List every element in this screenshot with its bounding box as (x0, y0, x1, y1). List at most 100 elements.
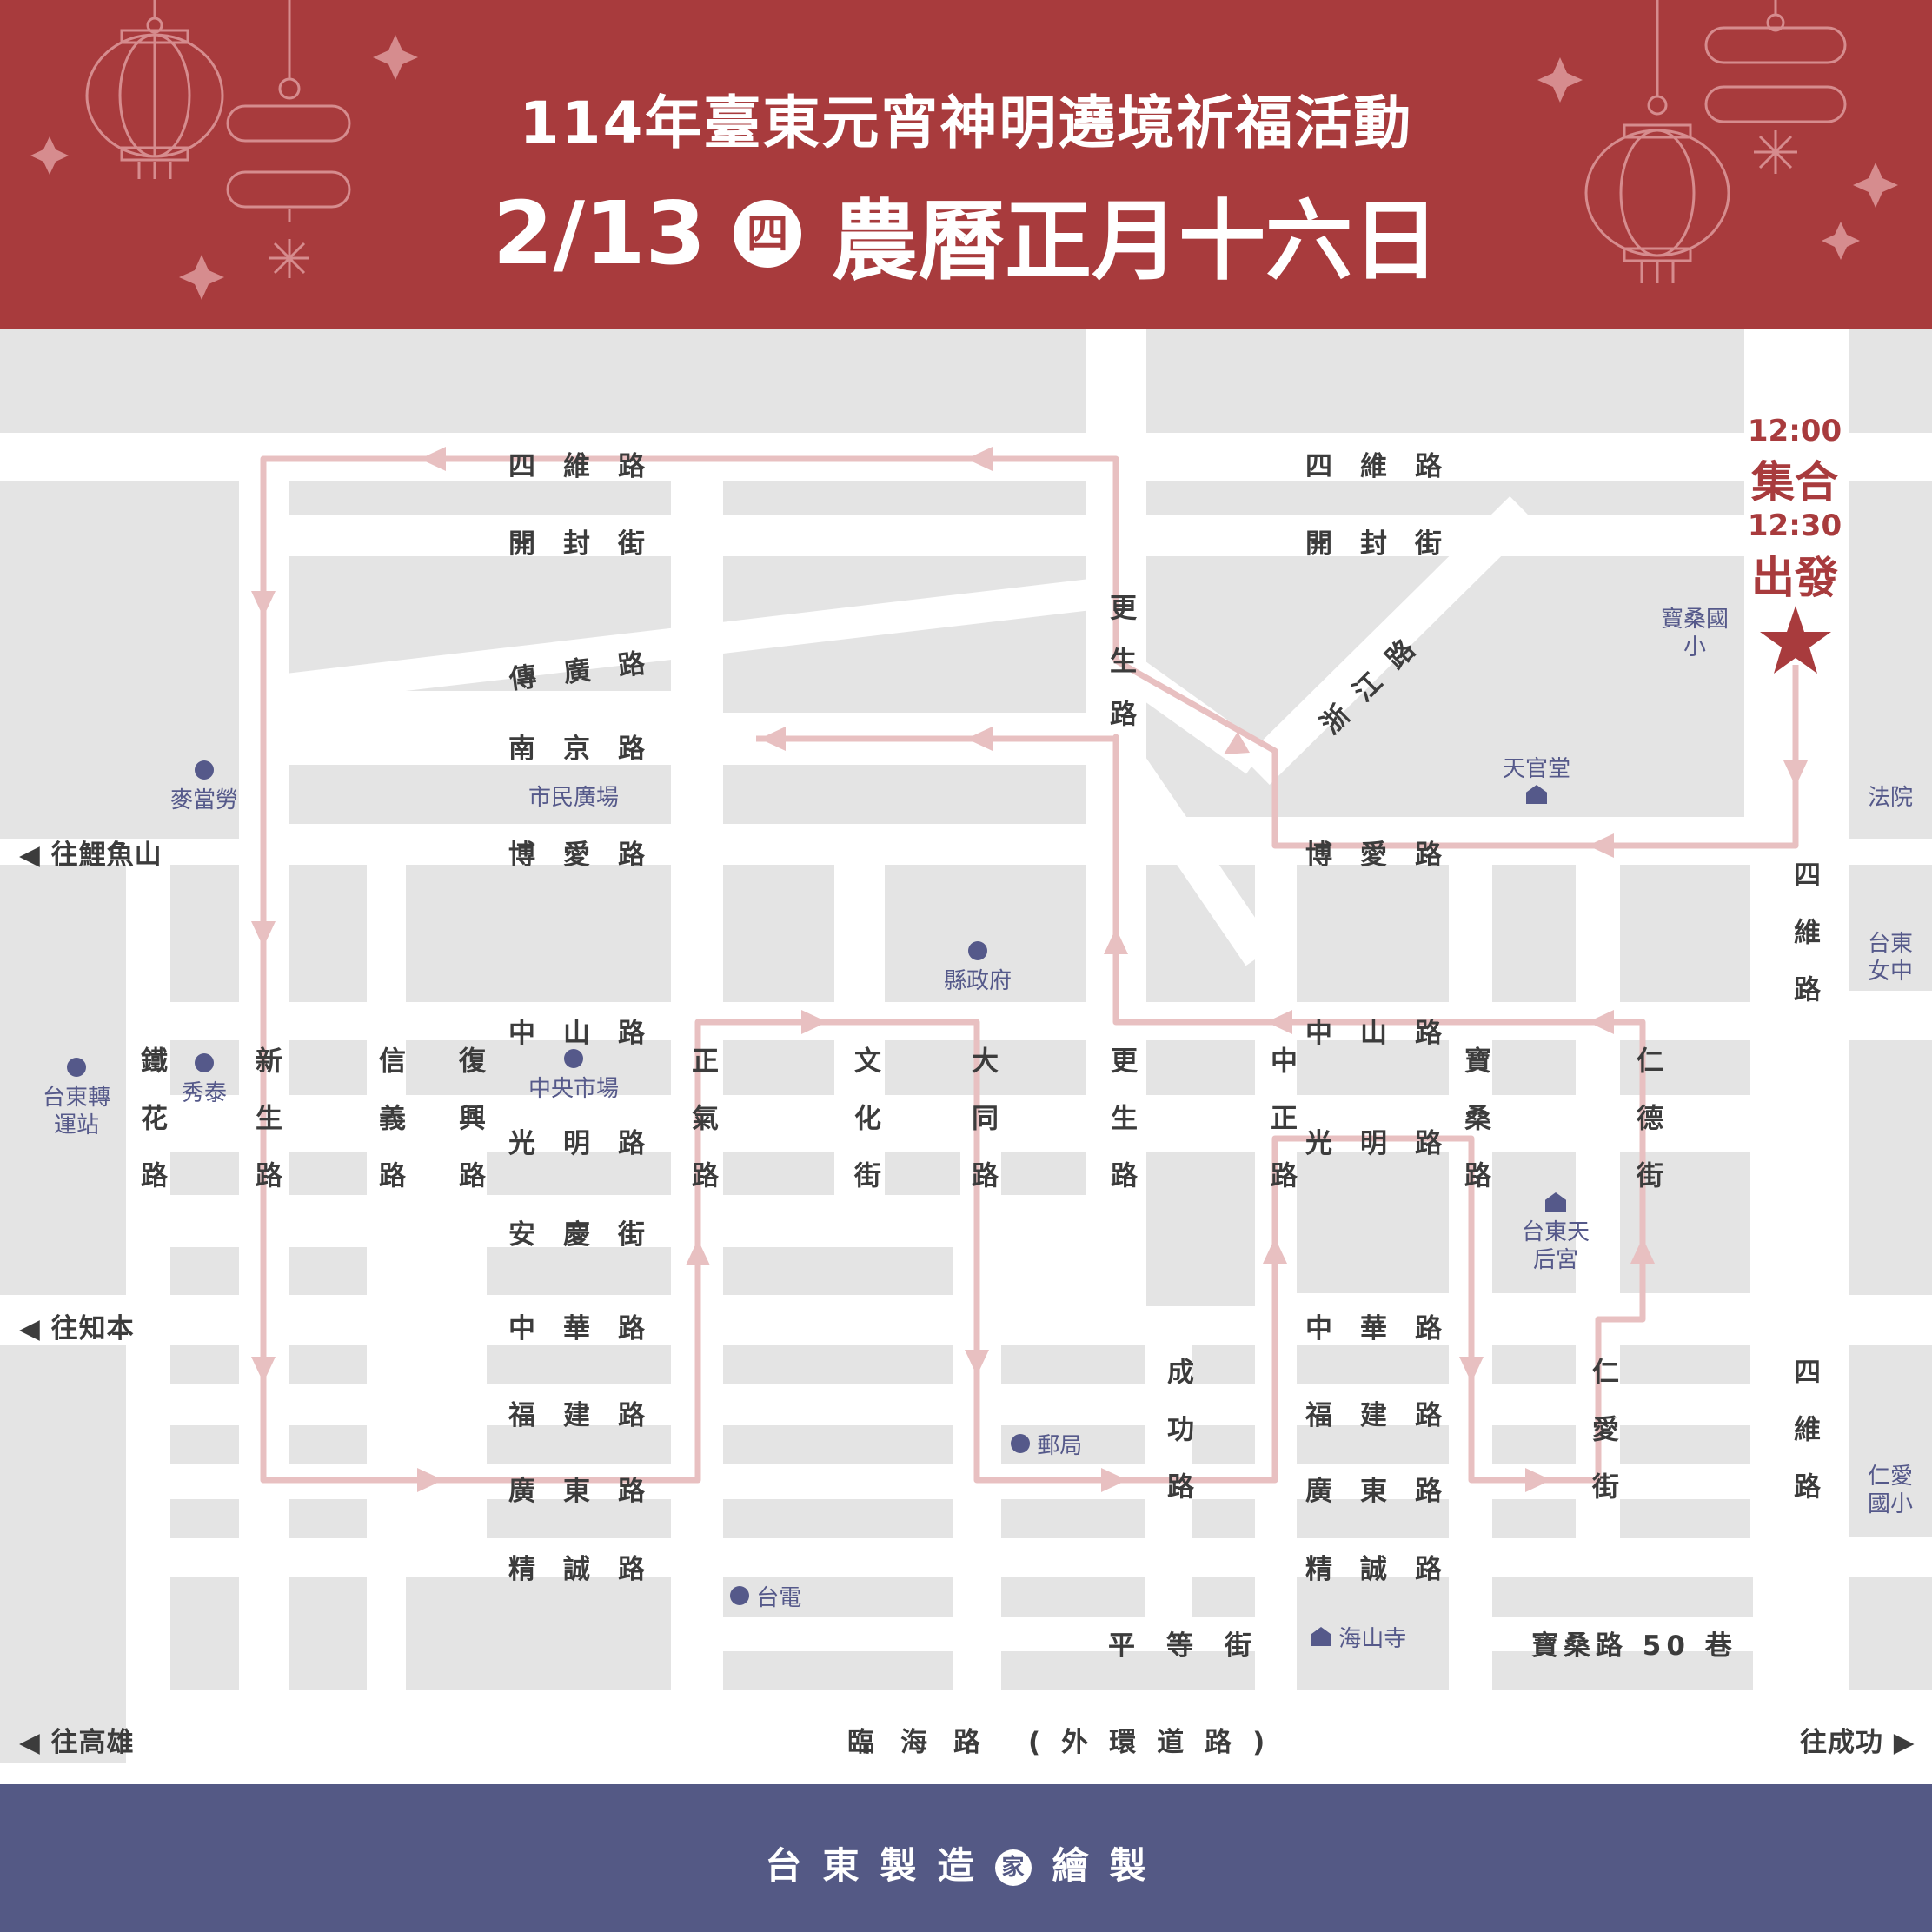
road-boai-w: 博愛路 (508, 840, 673, 871)
city-blocks (0, 329, 1932, 1763)
city-block (406, 1040, 671, 1095)
landmark-civic-square: 市民廣場 (528, 785, 619, 811)
city-block (487, 1247, 671, 1295)
city-block (289, 765, 671, 824)
city-block (1620, 865, 1750, 1002)
date-lunar: 農曆正月十六日 (831, 190, 1440, 292)
city-block (170, 1425, 239, 1464)
road-siwei-v-north: 四維路 (1789, 860, 1820, 1032)
road-nanjing: 南京路 (508, 734, 673, 765)
city-block (406, 865, 671, 1002)
landmark-county-gov: 縣政府 (934, 939, 1021, 995)
city-block (289, 1040, 367, 1095)
landmark-post-office: 郵局 (1011, 1432, 1082, 1460)
footer: 台東製造家繪製 (0, 1784, 1932, 1932)
city-block (723, 1651, 953, 1690)
city-block (0, 481, 239, 839)
city-block (487, 1499, 671, 1538)
road-boai-e: 博愛路 (1305, 840, 1470, 871)
location-dot-icon (968, 941, 987, 960)
city-block (1297, 1499, 1449, 1538)
direction-west-liyushan: ◀ 往鯉魚山 (19, 840, 163, 871)
brand-mark-icon: 家 (994, 1849, 1032, 1886)
city-block (170, 865, 239, 1002)
road-jingcheng-w: 精誠路 (508, 1554, 673, 1585)
temple-icon (1545, 1192, 1566, 1212)
city-block (1492, 1499, 1576, 1538)
city-block (289, 865, 367, 1002)
lantern-icon (85, 0, 224, 179)
lantern-icon (1584, 0, 1730, 283)
location-dot-icon (730, 1586, 749, 1605)
road-baosang: 寶桑路 (1459, 1046, 1490, 1218)
road-fuxing: 復興路 (454, 1046, 485, 1218)
city-block (487, 1425, 671, 1464)
city-block (723, 481, 1086, 515)
city-block (1001, 1651, 1255, 1690)
road-jingcheng-e: 精誠路 (1305, 1554, 1470, 1585)
road-zhengqi: 正氣路 (687, 1046, 718, 1218)
direction-east-chenggong: 往成功 ▶ (1800, 1727, 1915, 1758)
city-block (723, 865, 834, 1002)
city-block (1620, 1499, 1750, 1538)
city-block (885, 1152, 960, 1195)
city-block (170, 1345, 239, 1384)
city-block (885, 865, 1086, 1002)
road-siwei-v-south: 四維路 (1789, 1358, 1820, 1530)
city-block (1001, 1577, 1145, 1617)
firecracker-icon (1704, 0, 1847, 174)
road-renai: 仁愛街 (1587, 1358, 1618, 1530)
temple-icon (1311, 1627, 1331, 1646)
road-guangdong-w: 廣東路 (508, 1476, 673, 1507)
route-arrows (251, 447, 1808, 1492)
road-baosang-lane: 寶桑路 50 巷 (1531, 1630, 1737, 1662)
assemble-label: 集合 (1751, 457, 1838, 508)
road-rende: 仁德街 (1631, 1046, 1663, 1218)
location-dot-icon (195, 760, 214, 780)
road-zhongshan-e: 中山路 (1305, 1018, 1470, 1049)
city-block (289, 1499, 367, 1538)
city-block (1492, 865, 1576, 1002)
road-guangdong-e: 廣東路 (1305, 1476, 1470, 1507)
road-guangming-e: 光明路 (1305, 1128, 1470, 1159)
road-zhongzheng: 中正路 (1265, 1046, 1297, 1218)
city-block (170, 1247, 239, 1295)
diagonal-roads (284, 496, 1536, 966)
city-block (1849, 481, 1932, 839)
road-kaifeng-w: 開封街 (508, 528, 673, 560)
road-siwei-e: 四維路 (1305, 451, 1470, 482)
city-block (1297, 1345, 1449, 1384)
city-block (289, 481, 671, 515)
landmark-central-market: 中央市場 (517, 1047, 630, 1103)
city-block (1146, 1152, 1255, 1306)
road-fujian-e: 福建路 (1305, 1400, 1470, 1431)
road-linhai-paren: (外環道路) (1028, 1727, 1286, 1758)
city-block (1492, 1577, 1753, 1617)
city-block (1492, 1425, 1576, 1464)
landmark-baosang-school: 寶桑國小 (1660, 607, 1729, 661)
city-block (885, 1040, 1086, 1095)
city-block (406, 1577, 671, 1690)
city-block (170, 1577, 239, 1690)
landmark-taitung-girls-hs: 台東女中 (1867, 931, 1913, 985)
firecracker-icon (226, 0, 351, 278)
depart-time: 12:30 (1747, 508, 1842, 543)
landmark-tianguantang: 天官堂 (1493, 755, 1580, 811)
city-block (289, 1247, 367, 1295)
landmark-haishan-temple: 海山寺 (1311, 1625, 1406, 1653)
city-block (1492, 1040, 1576, 1095)
city-block (289, 1152, 367, 1195)
direction-west-kaohsiung: ◀ 往高雄 (19, 1727, 135, 1758)
road-guangming-w: 光明路 (508, 1128, 673, 1159)
road-zhongshan-w: 中山路 (508, 1018, 673, 1049)
city-block (1297, 1152, 1449, 1293)
city-block (1849, 329, 1932, 433)
city-block (487, 1345, 671, 1384)
city-block (723, 1425, 953, 1464)
city-block (723, 1499, 953, 1538)
road-anqing: 安慶街 (508, 1219, 673, 1251)
header-band (0, 0, 1932, 329)
direction-west-zhiben: ◀ 往知本 (19, 1313, 135, 1344)
city-block (1297, 1425, 1449, 1464)
